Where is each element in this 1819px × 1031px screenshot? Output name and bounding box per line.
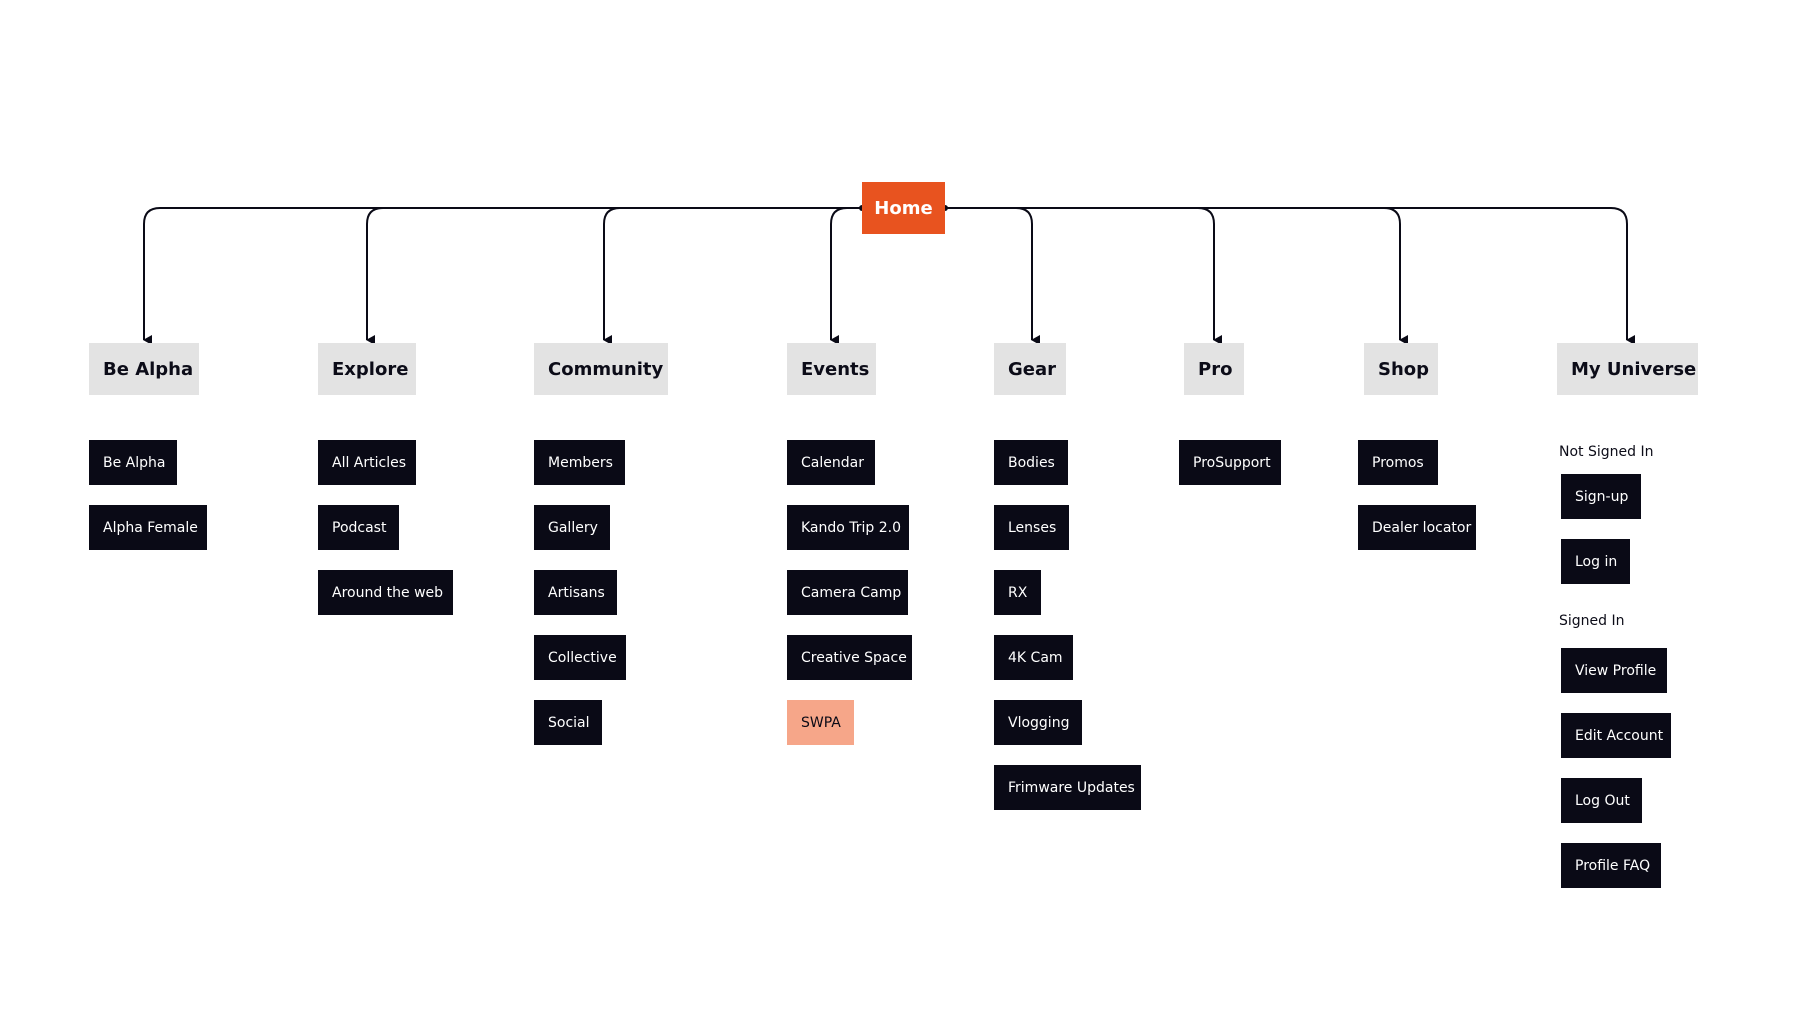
connector-gear <box>945 207 1040 345</box>
item-bodies[interactable]: Bodies <box>994 440 1068 485</box>
connector-be-alpha <box>143 207 862 345</box>
item-be-alpha[interactable]: Be Alpha <box>89 440 177 485</box>
item-4k-cam[interactable]: 4K Cam <box>994 635 1073 680</box>
section-shop[interactable]: Shop <box>1364 343 1438 395</box>
item-lenses[interactable]: Lenses <box>994 505 1069 550</box>
item-promos[interactable]: Promos <box>1358 440 1438 485</box>
item-sign-up[interactable]: Sign-up <box>1561 474 1641 519</box>
item-camera-camp[interactable]: Camera Camp <box>787 570 908 615</box>
item-edit-account[interactable]: Edit Account <box>1561 713 1671 758</box>
connector-my-universe <box>945 207 1635 345</box>
section-be-alpha[interactable]: Be Alpha <box>89 343 199 395</box>
item-alpha-female[interactable]: Alpha Female <box>89 505 207 550</box>
item-vlogging[interactable]: Vlogging <box>994 700 1082 745</box>
group-label-signed-in: Signed In <box>1559 613 1625 629</box>
item-dealer-locator[interactable]: Dealer locator <box>1358 505 1476 550</box>
item-log-in[interactable]: Log in <box>1561 539 1630 584</box>
item-artisans[interactable]: Artisans <box>534 570 617 615</box>
group-label-not-signed-in: Not Signed In <box>1559 444 1654 460</box>
item-all-articles[interactable]: All Articles <box>318 440 416 485</box>
section-community[interactable]: Community <box>534 343 668 395</box>
connector-explore <box>366 207 862 345</box>
item-gallery[interactable]: Gallery <box>534 505 610 550</box>
item-around-the-web[interactable]: Around the web <box>318 570 453 615</box>
connector-community <box>603 207 862 345</box>
item-view-profile[interactable]: View Profile <box>1561 648 1667 693</box>
section-gear[interactable]: Gear <box>994 343 1066 395</box>
item-swpa[interactable]: SWPA <box>787 700 854 745</box>
section-my-universe[interactable]: My Universe <box>1557 343 1698 395</box>
item-collective[interactable]: Collective <box>534 635 626 680</box>
section-pro[interactable]: Pro <box>1184 343 1244 395</box>
connector-events <box>830 207 862 345</box>
connector-shop <box>945 207 1408 345</box>
item-calendar[interactable]: Calendar <box>787 440 875 485</box>
item-profile-faq[interactable]: Profile FAQ <box>1561 843 1661 888</box>
home-node[interactable]: Home <box>862 182 945 234</box>
connector-pro <box>945 207 1222 345</box>
item-firmware-updates[interactable]: Frimware Updates <box>994 765 1141 810</box>
item-log-out[interactable]: Log Out <box>1561 778 1642 823</box>
item-podcast[interactable]: Podcast <box>318 505 399 550</box>
section-events[interactable]: Events <box>787 343 876 395</box>
item-members[interactable]: Members <box>534 440 625 485</box>
item-rx[interactable]: RX <box>994 570 1041 615</box>
item-social[interactable]: Social <box>534 700 602 745</box>
section-explore[interactable]: Explore <box>318 343 416 395</box>
item-creative-space[interactable]: Creative Space <box>787 635 912 680</box>
item-kando-trip[interactable]: Kando Trip 2.0 <box>787 505 909 550</box>
item-prosupport[interactable]: ProSupport <box>1179 440 1281 485</box>
